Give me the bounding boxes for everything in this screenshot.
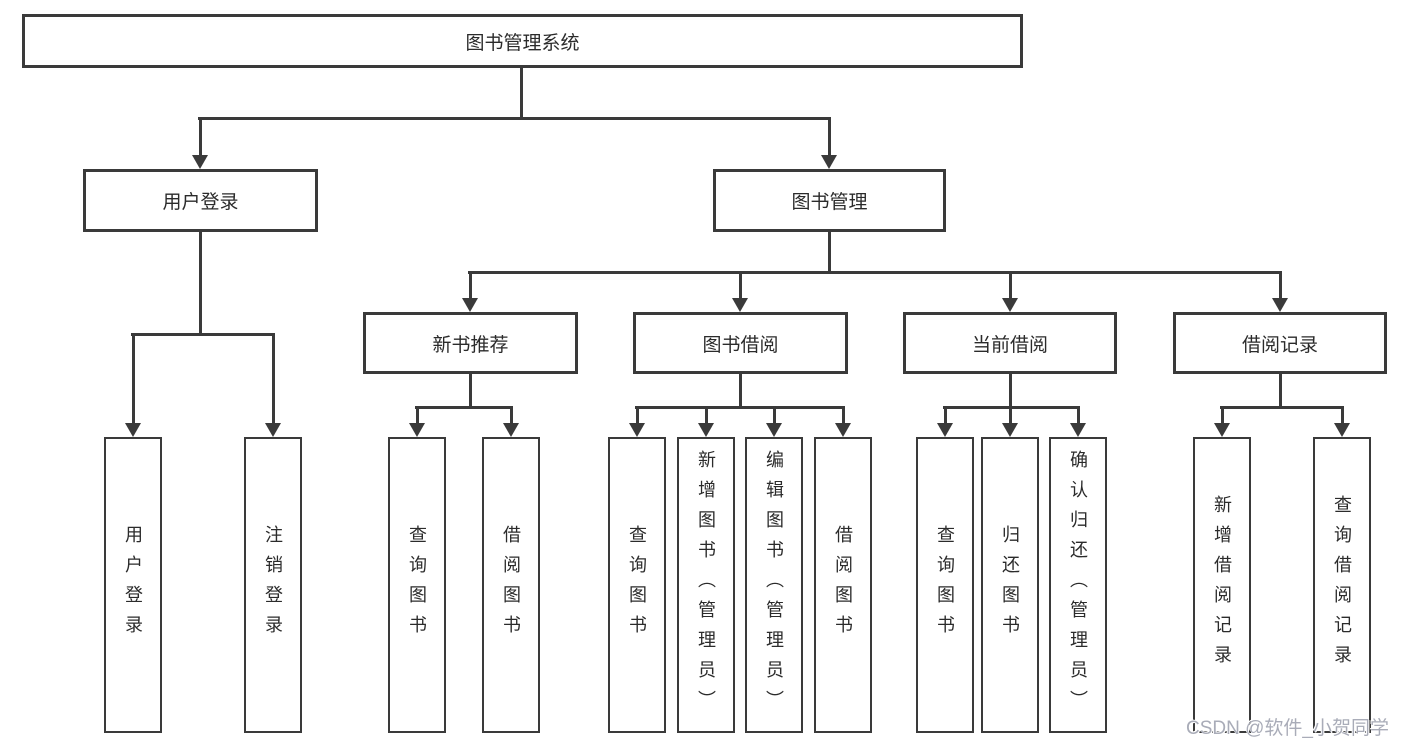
arrow-down-icon xyxy=(265,423,281,437)
connector-line xyxy=(131,333,274,336)
leaf-borrow-query-label: 查询图书 xyxy=(627,525,647,645)
arrow-down-icon xyxy=(125,423,141,437)
leaf-records-query: 查询借阅记录 xyxy=(1313,437,1371,733)
connector-line xyxy=(132,333,135,423)
leaf-logout: 注销登录 xyxy=(244,437,302,733)
leaf-newbook-borrow: 借阅图书 xyxy=(482,437,540,733)
connector-line xyxy=(739,373,742,409)
leaf-current-confirm-label: 确认归还（管理员） xyxy=(1068,450,1088,720)
node-current-borrow: 当前借阅 xyxy=(903,312,1117,374)
connector-line xyxy=(828,232,831,274)
leaf-borrow-edit: 编辑图书（管理员） xyxy=(745,437,803,733)
connector-line xyxy=(635,406,845,409)
arrow-down-icon xyxy=(766,423,782,437)
leaf-newbook-query-label: 查询图书 xyxy=(407,525,427,645)
leaf-records-add: 新增借阅记录 xyxy=(1193,437,1251,733)
node-root-label: 图书管理系统 xyxy=(465,32,580,54)
arrow-down-icon xyxy=(821,155,837,169)
arrow-down-icon xyxy=(462,298,478,312)
connector-line xyxy=(1009,406,1012,424)
connector-line xyxy=(415,406,513,409)
connector-line xyxy=(469,373,472,409)
connector-line xyxy=(1279,373,1282,409)
connector-line xyxy=(705,406,708,424)
leaf-records-query-label: 查询借阅记录 xyxy=(1332,495,1352,675)
node-borrow-records: 借阅记录 xyxy=(1173,312,1387,374)
connector-line xyxy=(828,117,831,155)
arrow-down-icon xyxy=(698,423,714,437)
connector-line xyxy=(198,117,831,120)
connector-line xyxy=(1077,406,1080,424)
connector-line xyxy=(469,271,472,299)
connector-line xyxy=(1009,271,1012,299)
leaf-newbook-query: 查询图书 xyxy=(388,437,446,733)
connector-line xyxy=(1009,373,1012,409)
arrow-down-icon xyxy=(503,423,519,437)
connector-line xyxy=(416,406,419,424)
leaf-user-login: 用户登录 xyxy=(104,437,162,733)
connector-line xyxy=(1221,406,1224,424)
leaf-borrow-add-label: 新增图书（管理员） xyxy=(696,450,716,720)
leaf-current-return: 归还图书 xyxy=(981,437,1039,733)
arrow-down-icon xyxy=(732,298,748,312)
arrow-down-icon xyxy=(937,423,953,437)
node-book-management-label: 图书管理 xyxy=(791,192,868,213)
node-current-borrow-label: 当前借阅 xyxy=(971,334,1048,356)
leaf-newbook-borrow-label: 借阅图书 xyxy=(501,525,521,645)
arrow-down-icon xyxy=(1002,298,1018,312)
leaf-current-confirm: 确认归还（管理员） xyxy=(1049,437,1107,733)
leaf-borrow-query: 查询图书 xyxy=(608,437,666,733)
arrow-down-icon xyxy=(192,155,208,169)
leaf-current-query: 查询图书 xyxy=(916,437,974,733)
connector-line xyxy=(520,68,523,118)
arrow-down-icon xyxy=(1214,423,1230,437)
node-new-book-recommend: 新书推荐 xyxy=(363,312,578,374)
node-borrow-records-label: 借阅记录 xyxy=(1241,334,1318,356)
node-book-management: 图书管理 xyxy=(713,169,946,232)
arrow-down-icon xyxy=(1002,423,1018,437)
leaf-user-login-label: 用户登录 xyxy=(123,525,143,645)
node-root: 图书管理系统 xyxy=(22,14,1023,68)
csdn-watermark: CSDN @软件_小贺同学 xyxy=(1186,718,1389,739)
connector-line xyxy=(944,406,947,424)
leaf-current-return-label: 归还图书 xyxy=(1000,525,1020,645)
connector-line xyxy=(199,117,202,155)
leaf-borrow-lend-label: 借阅图书 xyxy=(833,525,853,645)
connector-line xyxy=(199,232,202,335)
arrow-down-icon xyxy=(1334,423,1350,437)
connector-line xyxy=(1341,406,1344,424)
leaf-borrow-lend: 借阅图书 xyxy=(814,437,872,733)
connector-line xyxy=(739,271,742,299)
node-user-login-label: 用户登录 xyxy=(162,192,239,213)
node-user-login: 用户登录 xyxy=(83,169,318,232)
connector-line xyxy=(842,406,845,424)
arrow-down-icon xyxy=(835,423,851,437)
leaf-borrow-edit-label: 编辑图书（管理员） xyxy=(764,450,784,720)
connector-line xyxy=(468,271,1281,274)
leaf-logout-label: 注销登录 xyxy=(263,525,283,645)
leaf-current-query-label: 查询图书 xyxy=(935,525,955,645)
node-book-borrow: 图书借阅 xyxy=(633,312,848,374)
arrow-down-icon xyxy=(409,423,425,437)
leaf-borrow-add: 新增图书（管理员） xyxy=(677,437,735,733)
node-new-book-recommend-label: 新书推荐 xyxy=(432,334,509,356)
arrow-down-icon xyxy=(1272,298,1288,312)
connector-line xyxy=(510,406,513,424)
connector-line xyxy=(636,406,639,424)
node-book-borrow-label: 图书借阅 xyxy=(702,334,779,356)
connector-line xyxy=(1220,406,1344,409)
arrow-down-icon xyxy=(629,423,645,437)
connector-line xyxy=(773,406,776,424)
connector-line xyxy=(272,333,275,423)
leaf-records-add-label: 新增借阅记录 xyxy=(1212,495,1232,675)
connector-line xyxy=(1279,271,1282,299)
arrow-down-icon xyxy=(1070,423,1086,437)
